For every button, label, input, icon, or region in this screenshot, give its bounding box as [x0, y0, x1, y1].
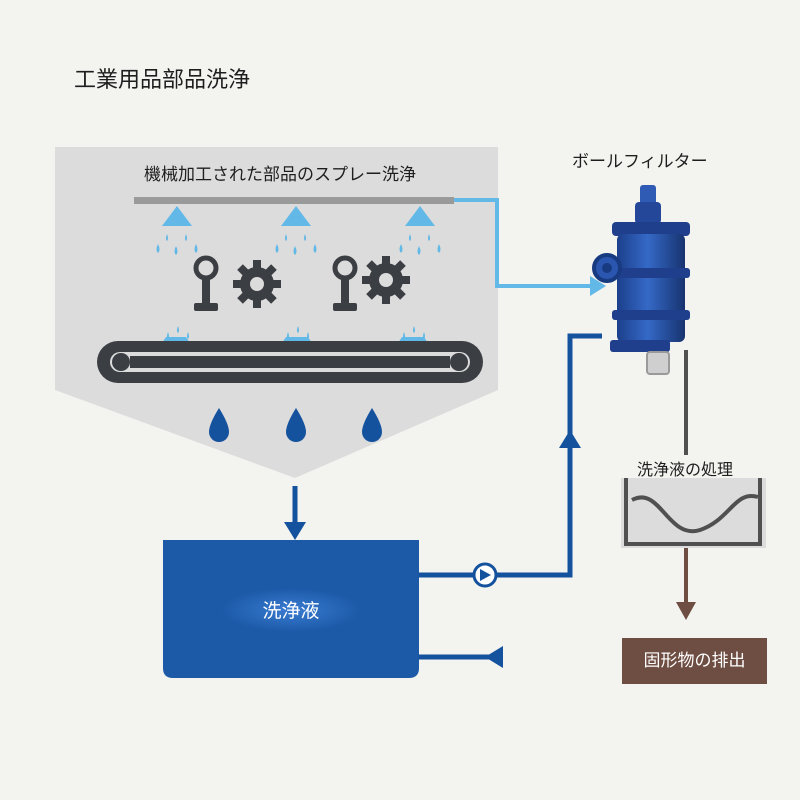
- spray-booth-label: 機械加工された部品のスプレー洗浄: [144, 165, 416, 185]
- spray-nozzle: [156, 206, 198, 255]
- gear-icon: [362, 256, 410, 304]
- solids-discharge-label: 固形物の排出: [643, 651, 746, 671]
- drain-arrow-head: [284, 522, 306, 540]
- ball-filter-label: ボールフィルター: [572, 152, 708, 172]
- spray-nozzle: [399, 206, 441, 255]
- spray-nozzle: [275, 206, 317, 255]
- supply-line-to-filter: [454, 198, 590, 288]
- part-stand-icon: [332, 255, 358, 311]
- dripping-drops: [209, 408, 382, 442]
- solids-arrow-head: [676, 602, 696, 620]
- tank-glow: [221, 588, 361, 632]
- ball-filter-icon: [592, 185, 690, 375]
- part-stand-icon: [193, 255, 219, 311]
- spray-header-pipe: [134, 197, 454, 204]
- conveyor-belt: [97, 341, 483, 383]
- solids-discharge-box: [622, 638, 767, 684]
- pump-icon: [472, 562, 498, 588]
- treatment-label: 洗浄液の処理: [637, 460, 734, 479]
- gear-icon: [233, 260, 281, 308]
- return-arrow-head: [485, 646, 503, 668]
- supply-arrow-head: [590, 276, 606, 296]
- wash-tank-label: 洗浄液: [262, 600, 320, 622]
- up-flow-arrow: [559, 430, 581, 448]
- treatment-basin: [621, 478, 766, 548]
- spray-booth: [55, 147, 498, 478]
- page-title: 工業用品部品洗浄: [74, 68, 251, 93]
